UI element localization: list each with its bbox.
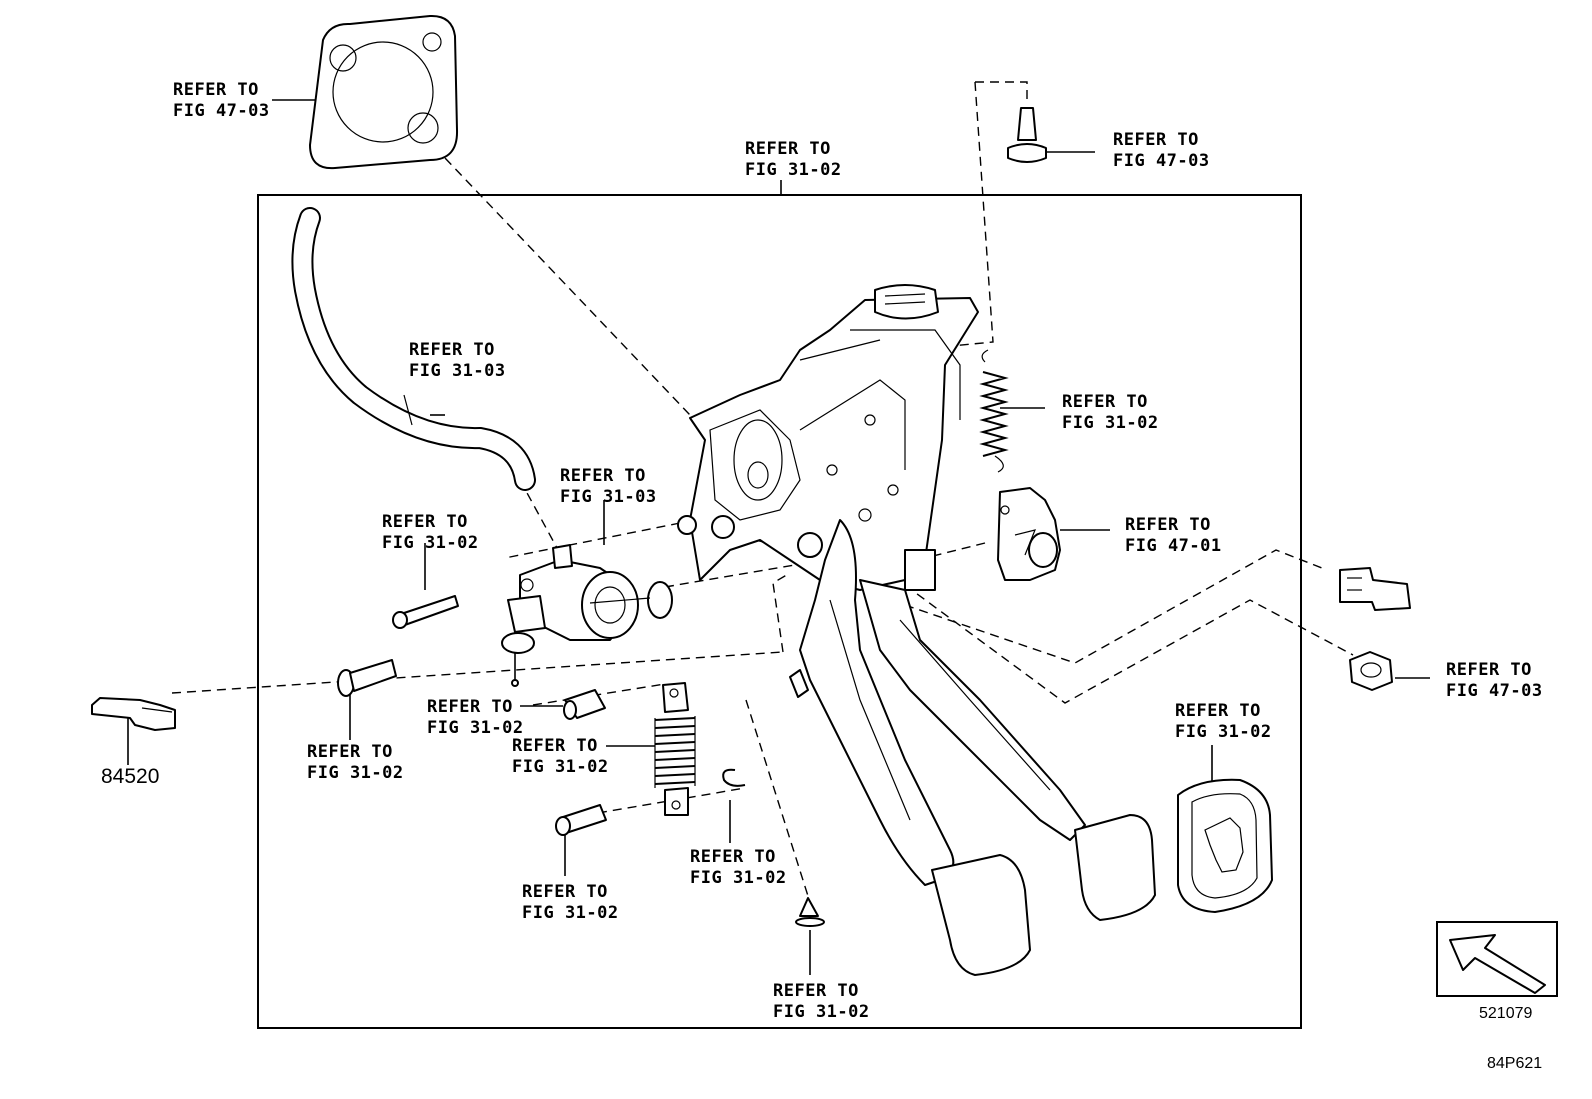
label-line: REFER TO [1125, 515, 1211, 535]
label-line: REFER TO [522, 882, 608, 902]
label-assist-spring: REFER TO FIG 31-02 [512, 736, 609, 778]
label-pad: REFER TO FIG 31-02 [1175, 701, 1272, 743]
assist-spring [654, 682, 696, 816]
label-line: FIG 31-03 [560, 487, 657, 507]
label-line: FIG 31-02 [522, 903, 619, 923]
label-line: FIG 47-03 [1113, 151, 1210, 171]
pedal-pad [1177, 778, 1273, 913]
label-clip-bottom: REFER TO FIG 31-02 [773, 981, 870, 1023]
label-line: FIG 31-02 [773, 1002, 870, 1022]
leader-lines [127, 99, 1430, 975]
label-line: REFER TO [173, 80, 259, 100]
label-bolt-top: REFER TO FIG 47-03 [1113, 130, 1210, 172]
label-line: FIG 47-03 [1446, 681, 1543, 701]
label-line: REFER TO [773, 981, 859, 1001]
e-clip [722, 768, 746, 787]
label-pin-bottom: REFER TO FIG 31-02 [522, 882, 619, 924]
label-line: FIG 31-02 [307, 763, 404, 783]
direction-box [1436, 921, 1558, 997]
nut [1349, 651, 1393, 691]
hose [291, 207, 536, 491]
label-line: FIG 31-02 [1175, 722, 1272, 742]
label-assembly: REFER TO FIG 31-02 [745, 139, 842, 181]
assembly-frame [257, 194, 1302, 1029]
pin-bottom [555, 804, 607, 836]
label-line: REFER TO [1446, 660, 1532, 680]
push-clip [795, 897, 825, 927]
label-switch-bracket: REFER TO FIG 47-01 [1125, 515, 1222, 557]
label-line: REFER TO [427, 697, 513, 717]
label-line: REFER TO [382, 512, 468, 532]
label-line: REFER TO [690, 847, 776, 867]
label-line: FIG 31-03 [409, 361, 506, 381]
label-line: FIG 47-03 [173, 101, 270, 121]
label-line: REFER TO [409, 340, 495, 360]
label-line: REFER TO [745, 139, 831, 159]
connector-84520 [91, 697, 176, 731]
label-collar-mid: REFER TO FIG 31-02 [427, 697, 524, 739]
label-clip: REFER TO FIG 31-02 [690, 847, 787, 889]
label-gasket: REFER TO FIG 47-03 [173, 80, 270, 122]
label-line: FIG 31-02 [745, 160, 842, 180]
view-code: 521079 [1479, 1005, 1533, 1022]
switch-bracket [997, 487, 1061, 581]
switch-connector [1339, 567, 1411, 611]
label-line: REFER TO [307, 742, 393, 762]
label-line: FIG 31-02 [1062, 413, 1159, 433]
label-nut-right: REFER TO FIG 47-03 [1446, 660, 1543, 702]
pedal-bracket-assembly [677, 284, 1156, 976]
label-pin-left: REFER TO FIG 31-02 [382, 512, 479, 554]
label-bushing-left: REFER TO FIG 31-02 [307, 742, 404, 784]
label-line: REFER TO [1062, 392, 1148, 412]
gasket-plate [309, 14, 459, 170]
label-line: FIG 31-02 [427, 718, 524, 738]
label-return-spring: REFER TO FIG 31-02 [1062, 392, 1159, 434]
collar [563, 689, 606, 720]
label-line: FIG 31-02 [512, 757, 609, 777]
label-master-cyl: REFER TO FIG 31-03 [560, 466, 657, 508]
label-line: REFER TO [512, 736, 598, 756]
figure-code: 84P621 [1487, 1055, 1543, 1072]
label-line: FIG 47-01 [1125, 536, 1222, 556]
label-line: FIG 31-02 [690, 868, 787, 888]
label-line: REFER TO [1113, 130, 1199, 150]
label-hose: REFER TO FIG 31-03 [409, 340, 506, 382]
return-spring [979, 349, 1009, 473]
long-pin [392, 595, 459, 629]
label-line: REFER TO [1175, 701, 1261, 721]
top-bolt [1007, 107, 1047, 163]
label-line: REFER TO [560, 466, 646, 486]
label-line: FIG 31-02 [382, 533, 479, 553]
master-cylinder [501, 544, 673, 687]
part-number: 84520 [101, 765, 160, 788]
bushing [337, 659, 397, 697]
front-direction-arrow-icon [1449, 934, 1546, 994]
